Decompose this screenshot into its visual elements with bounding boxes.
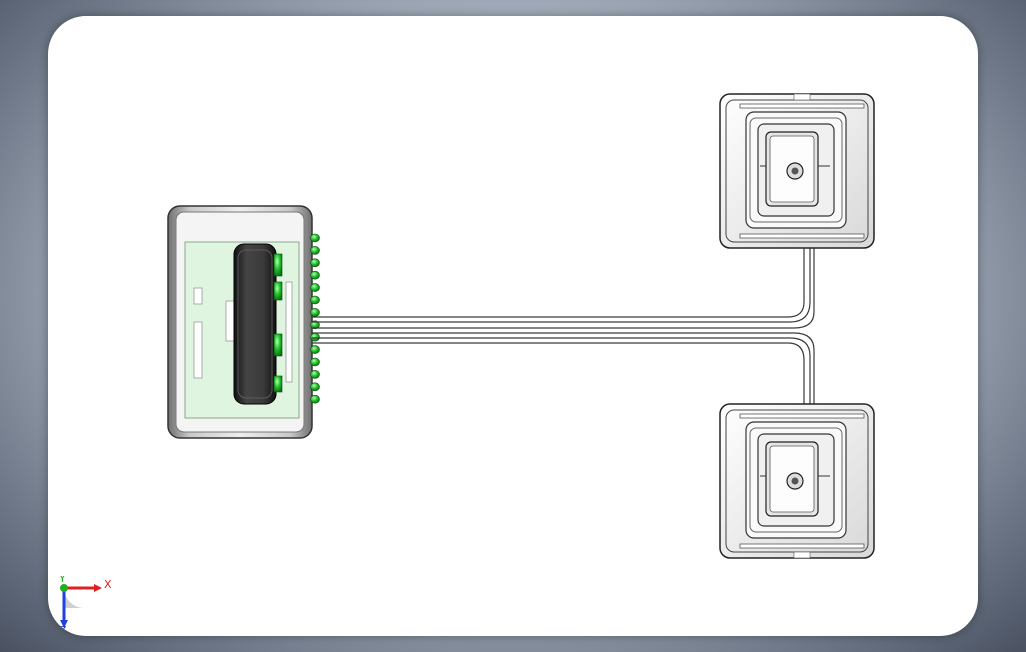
cad-graphics-viewport[interactable]: X Y Z — [48, 16, 978, 636]
led-pin — [310, 233, 320, 243]
controller-module-icon[interactable] — [167, 205, 320, 439]
model-canvas[interactable] — [48, 16, 978, 636]
sensor-pad-icon[interactable] — [719, 93, 875, 249]
y-axis-dot — [60, 584, 68, 592]
chip-icon — [233, 243, 283, 405]
led-pin — [310, 382, 320, 392]
led-pin — [310, 270, 320, 280]
led-pin — [310, 370, 320, 379]
led-pin — [310, 308, 320, 317]
led-pin — [310, 345, 320, 354]
led-pin — [310, 246, 320, 255]
y-axis-label: Y — [58, 576, 66, 585]
coordinate-triad-icon: X Y Z — [58, 576, 112, 636]
z-axis-label: Z — [59, 624, 67, 636]
led-pin — [310, 332, 320, 342]
led-connector-pins — [310, 233, 320, 404]
led-pin — [310, 283, 320, 292]
led-pin — [310, 320, 320, 330]
sensor-pad-icon[interactable] — [719, 403, 875, 559]
led-pin — [310, 394, 320, 404]
led-pin — [310, 357, 320, 367]
ribbon-cable-icon — [311, 248, 815, 405]
x-axis-label: X — [104, 578, 112, 591]
led-pin — [310, 258, 320, 268]
led-pin — [310, 295, 320, 305]
